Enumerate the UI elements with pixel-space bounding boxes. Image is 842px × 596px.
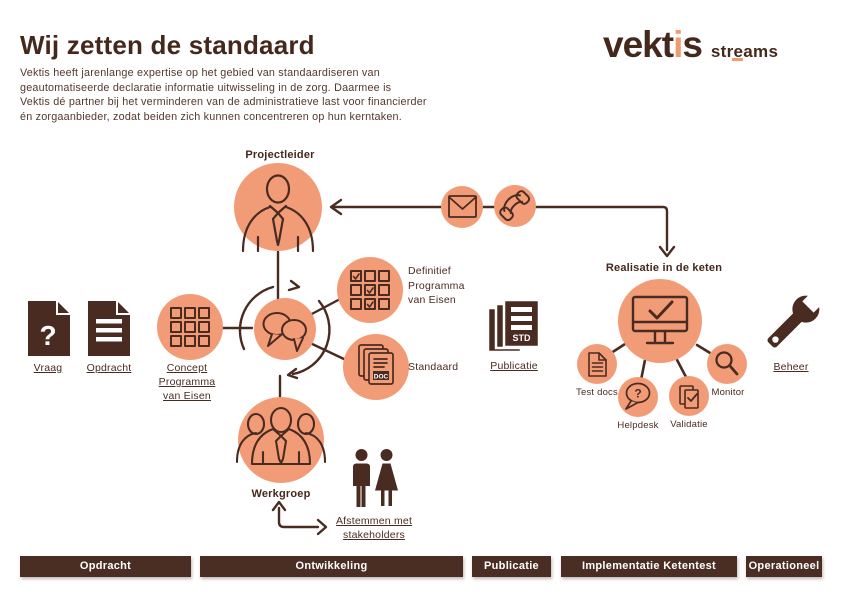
standaard-label: Standaard [408,361,459,373]
magnifier-icon [715,351,739,376]
arrowhead-left-icon [329,198,343,216]
speech-bubbles-icon [262,312,307,352]
intro-line: Vektis dé partner bij het verminderen va… [20,96,427,109]
opdracht-link[interactable]: Opdracht [86,362,132,374]
monitor-circle [707,344,747,384]
helpdesk-bubble-icon [625,382,651,410]
concept-pve-link[interactable]: Concept Programma van Eisen [159,361,216,403]
publicatie-link[interactable]: Publicatie [490,360,538,372]
line-hub-definitief [306,296,344,318]
concept-line[interactable]: Concept [166,362,208,374]
definitief-line: Programma [408,279,465,292]
phase-operationeel: Operationeel [746,556,822,577]
monitor-label: Monitor [711,387,745,398]
definitief-pve-circle [337,257,403,323]
std-doc-stack-icon: STD [486,298,541,354]
vraag-glyph: ? [39,320,56,351]
beheer-link[interactable]: Beheer [773,361,809,373]
intro-paragraph: Vektis heeft jarenlange expertise op het… [20,66,427,124]
doc-text: DOC [374,374,389,381]
logo-word-start: vekt [603,24,674,65]
lines-doc-icon [88,301,130,356]
std-text: STD [513,333,532,343]
arrowhead-down-icon [658,245,676,258]
phase-opdracht: Opdracht [20,556,191,577]
logo-suffix: streams [710,42,779,61]
afstemmen-line[interactable]: Afstemmen met [335,515,413,527]
stakeholder-arrow [271,500,328,536]
definitief-pve-label: Definitief Programma van Eisen [408,264,465,308]
line-hub-standaard [306,340,348,362]
projectleider-circle [234,163,322,251]
intro-line: Vektis heeft jarenlange expertise op het… [20,67,380,79]
vraag-link[interactable]: Vraag [33,362,63,374]
logo-word-end: s [682,24,703,65]
doc-stack-icon [358,344,394,385]
helpdesk-label: Helpdesk [617,420,659,431]
validatie-label: Validatie [670,419,708,430]
concept-line[interactable]: Programma [158,376,216,388]
woman-figure-icon [375,449,398,506]
checklist-grid-icon [350,270,390,310]
concept-line[interactable]: van Eisen [163,390,211,402]
arrowhead-right-icon [316,518,328,536]
arrowhead-up-icon [271,500,287,512]
cycle-arrows-icon [238,279,331,380]
afstemmen-line[interactable]: stakeholders [343,529,405,541]
test-docs-label: Test docs [576,387,618,398]
definitief-line: Definitief [408,265,451,277]
phase-implementatie-ketentest: Implementatie Ketentest [561,556,737,577]
phone-icon [499,190,531,222]
comm-flow-line [329,198,676,258]
monitor-check-icon [631,295,689,345]
concept-pve-circle [157,294,223,360]
test-docs-circle [577,344,617,384]
logo-accent-i: i [673,24,683,65]
validatie-docs-icon [679,385,699,409]
test-docs-icon [588,352,607,377]
person-tie-icon [241,174,315,253]
solid-icon-layer: ? STD [28,292,823,507]
page-title: Wij zetten de standaard [20,30,315,60]
realisatie-label: Realisatie in de keten [605,262,723,274]
logo-underscore-mark [732,58,743,61]
phase-publicatie: Publicatie [472,556,551,577]
definitief-line: van Eisen [408,294,456,306]
werkgroep-label: Werkgroep [251,488,311,500]
helpdesk-glyph: ? [634,387,641,401]
projectleider-label: Projectleider [245,149,315,161]
grid-icon [170,307,210,347]
intro-line: én zorgaanbieder, zodat beiden zich kunn… [20,110,402,123]
phase-ontwikkeling: Ontwikkeling [200,556,463,577]
envelope-icon [448,195,477,218]
intro-line: geautomatiseerde declaratie informatie u… [20,81,392,94]
question-doc-icon: ? [28,301,70,356]
team-icon [235,406,327,466]
afstemmen-stakeholders-link[interactable]: Afstemmen met stakeholders [336,514,412,542]
wrench-icon [767,292,823,348]
man-figure-icon [353,449,370,507]
